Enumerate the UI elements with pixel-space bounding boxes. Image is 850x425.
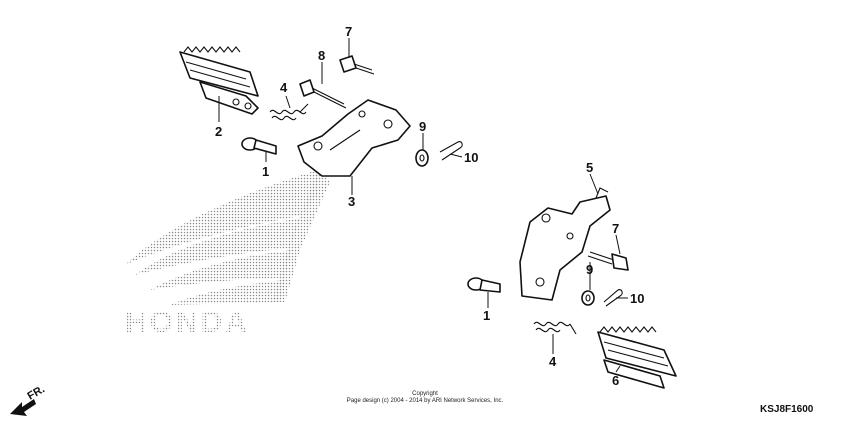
callout-5-right: 5	[586, 160, 593, 175]
callouts: 1 2 3 4 8 7 9 10 5 7 9 10 1 4 6	[215, 24, 644, 388]
callout-2: 2	[215, 124, 222, 139]
callout-7-right: 7	[612, 221, 619, 236]
copyright-notice: Copyright Page design (c) 2004 - 2014 by…	[280, 391, 570, 405]
callout-4-right: 4	[549, 354, 557, 369]
left-footpeg	[179, 46, 259, 115]
copyright-line-1: Copyright	[412, 391, 438, 397]
front-direction-marker: FR.	[10, 383, 47, 416]
left-washer	[415, 149, 429, 167]
left-long-bolt	[299, 79, 347, 109]
callout-4: 4	[280, 80, 288, 95]
right-bracket	[519, 187, 611, 301]
callout-10-right: 10	[630, 291, 644, 306]
right-cotter-pin	[603, 289, 623, 307]
honda-wing-logo: HONDA	[125, 170, 330, 339]
callout-1-right: 1	[483, 308, 490, 323]
copyright-line-2: Page design (c) 2004 - 2014 by ARI Netwo…	[346, 398, 504, 404]
callout-7: 7	[345, 24, 352, 39]
honda-logo-text: HONDA	[125, 306, 250, 339]
diagram-code: KSJ8F1600	[760, 404, 814, 415]
callout-8: 8	[318, 48, 325, 63]
callout-9: 9	[419, 119, 426, 134]
left-cotter-pin	[439, 141, 463, 161]
front-label: FR.	[26, 383, 47, 402]
callout-3: 3	[348, 194, 355, 209]
callout-1: 1	[262, 164, 269, 179]
left-bracket	[297, 99, 411, 177]
right-washer	[581, 290, 595, 306]
right-footpeg	[597, 326, 677, 389]
callout-9-right: 9	[586, 262, 593, 277]
right-pin	[467, 277, 501, 293]
left-short-bolt	[339, 55, 375, 75]
left-spring	[269, 103, 309, 121]
right-spring	[533, 321, 577, 335]
callout-10: 10	[464, 150, 478, 165]
leader-lines	[218, 38, 628, 373]
right-short-bolt	[587, 251, 629, 271]
callout-6-right: 6	[612, 373, 619, 388]
left-pin	[241, 137, 277, 155]
